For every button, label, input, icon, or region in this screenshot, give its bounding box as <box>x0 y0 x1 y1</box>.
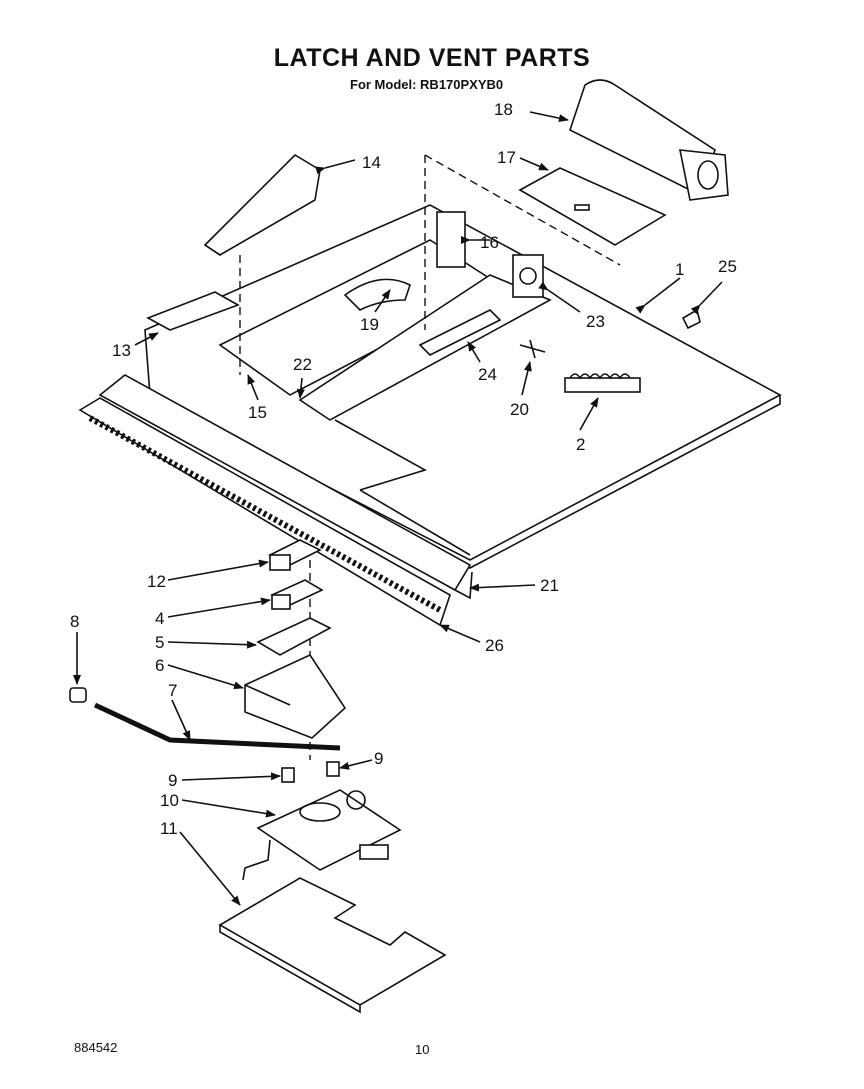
callout-18: 18 <box>494 100 513 119</box>
callout-25: 25 <box>718 257 737 276</box>
callout-9-left: 9 <box>168 771 177 790</box>
callout-5: 5 <box>155 633 164 652</box>
callout-24: 24 <box>478 365 497 384</box>
knob-part-8 <box>69 687 87 703</box>
callout-17: 17 <box>497 148 516 167</box>
vent-duct-part-14 <box>203 153 321 256</box>
callout-14: 14 <box>362 153 381 172</box>
guide-line <box>424 154 621 266</box>
actuator-part-19 <box>343 278 411 311</box>
callout-leaders <box>73 111 723 906</box>
document-number: 884542 <box>74 1040 118 1055</box>
clip-part-25 <box>681 308 701 330</box>
callout-6: 6 <box>155 656 164 675</box>
latch-rod-part-7 <box>93 702 341 751</box>
diagram-title: LATCH AND VENT PARTS <box>273 44 591 72</box>
strip-part-24 <box>418 309 502 356</box>
callout-26: 26 <box>485 636 504 655</box>
bracket-part-23 <box>512 254 544 298</box>
bracket-part-13 <box>146 291 240 331</box>
callout-9-right: 9 <box>374 749 383 768</box>
spacer-part-9 <box>326 761 340 777</box>
perforated-strip-part-26 <box>78 397 451 627</box>
plate-part-17 <box>518 167 667 246</box>
callout-11: 11 <box>160 819 178 838</box>
latch-mechanism-part-10 <box>242 789 402 881</box>
callout-19: 19 <box>360 315 379 334</box>
cover-plate-part-11 <box>218 877 447 1014</box>
switch-part-12 <box>268 539 322 571</box>
bracket-part-6 <box>244 653 347 739</box>
callout-labels: 14 18 17 16 23 1 25 19 24 20 2 13 15 22 … <box>70 100 737 838</box>
callout-20: 20 <box>510 400 529 419</box>
callout-23: 23 <box>586 312 605 331</box>
callout-4: 4 <box>155 609 164 628</box>
insulator-part-5 <box>256 617 332 656</box>
spacer-part-9 <box>281 767 295 783</box>
callout-15: 15 <box>248 403 267 422</box>
callout-13: 13 <box>112 341 131 360</box>
callout-21: 21 <box>540 576 559 595</box>
vent-fan-part-18 <box>569 79 729 201</box>
switch-part-4 <box>270 579 324 610</box>
callout-2: 2 <box>576 435 585 454</box>
page-number: 10 <box>415 1042 430 1057</box>
bracket-part-2 <box>564 373 641 393</box>
callout-22: 22 <box>293 355 312 374</box>
callout-8: 8 <box>70 612 79 631</box>
callout-1: 1 <box>675 260 684 279</box>
bracket-part-16 <box>436 211 466 268</box>
callout-10: 10 <box>160 791 179 810</box>
callout-16: 16 <box>480 233 499 252</box>
callout-7: 7 <box>168 681 177 700</box>
front-trim-part-21 <box>98 374 473 600</box>
model-subtitle: For Model: RB170PXYB0 <box>350 77 504 92</box>
clip-part-20 <box>519 339 546 359</box>
callout-12: 12 <box>147 572 166 591</box>
